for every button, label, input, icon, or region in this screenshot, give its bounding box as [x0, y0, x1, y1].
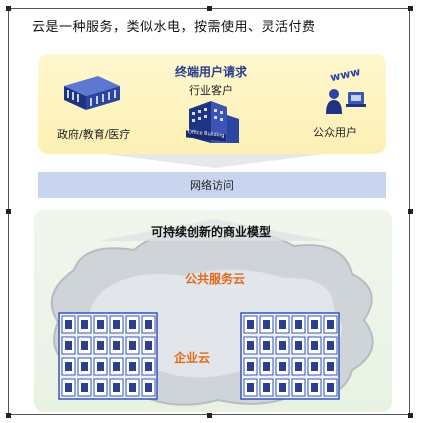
office-building-icon: [186, 101, 239, 143]
server-unit-icon: [259, 357, 274, 376]
server-unit-icon: [291, 336, 306, 355]
resize-handle-bottom-right[interactable]: [408, 413, 413, 418]
server-unit-icon: [125, 378, 140, 397]
server-unit-icon: [243, 336, 258, 355]
resize-handle-top-left[interactable]: [6, 6, 11, 11]
resize-handle-bottom-center[interactable]: [207, 413, 212, 418]
server-unit-icon: [61, 315, 76, 334]
server-unit-icon: [259, 315, 274, 334]
server-unit-icon: [243, 378, 258, 397]
resize-handle-top-center[interactable]: [207, 6, 212, 11]
server-unit-icon: [141, 357, 156, 376]
server-unit-icon: [77, 336, 92, 355]
server-unit-icon: [291, 315, 306, 334]
server-unit-icon: [307, 378, 322, 397]
server-unit-icon: [243, 315, 258, 334]
gov-edu-health-label: 政府/教育/医疗: [57, 128, 131, 141]
user-request-title: 终端用户请求: [174, 65, 247, 79]
server-unit-icon: [275, 336, 290, 355]
server-unit-icon: [125, 336, 140, 355]
public-service-cloud-label: 公共服务云: [185, 272, 246, 286]
business-model-title: 可持续创新的商业模型: [150, 225, 271, 239]
resize-handle-top-right[interactable]: [408, 6, 413, 11]
server-unit-icon: [93, 336, 108, 355]
server-unit-icon: [109, 357, 124, 376]
server-unit-icon: [291, 378, 306, 397]
server-unit-icon: [307, 357, 322, 376]
server-unit-icon: [323, 357, 338, 376]
server-unit-icon: [109, 336, 124, 355]
server-unit-icon: [323, 378, 338, 397]
server-unit-icon: [323, 336, 338, 355]
server-unit-icon: [141, 336, 156, 355]
server-unit-icon: [243, 357, 258, 376]
server-unit-icon: [275, 357, 290, 376]
server-rack-right: [240, 312, 340, 400]
server-unit-icon: [141, 378, 156, 397]
request-arrow: [105, 154, 325, 168]
industry-customer-label: 行业客户: [189, 84, 233, 97]
server-unit-icon: [109, 315, 124, 334]
resize-handle-bottom-left[interactable]: [6, 413, 11, 418]
resize-handle-mid-left[interactable]: [6, 209, 11, 214]
server-unit-icon: [93, 315, 108, 334]
model-arrow: [98, 219, 330, 241]
server-unit-icon: [141, 315, 156, 334]
server-unit-icon: [125, 315, 140, 334]
server-unit-icon: [275, 378, 290, 397]
server-unit-icon: [93, 378, 108, 397]
server-unit-icon: [323, 315, 338, 334]
public-user-www-icon: www: [326, 65, 366, 114]
server-unit-icon: [109, 378, 124, 397]
headline: 云是一种服务，类似水电，按需使用、灵活付费: [32, 20, 316, 35]
enterprise-cloud-label: 企业云: [174, 351, 211, 365]
government-building-icon: [64, 76, 120, 110]
svg-text:www: www: [329, 65, 362, 84]
server-unit-icon: [307, 336, 322, 355]
server-unit-icon: [77, 378, 92, 397]
server-unit-icon: [291, 357, 306, 376]
server-unit-icon: [259, 336, 274, 355]
server-unit-icon: [275, 315, 290, 334]
server-rack-left: [58, 312, 158, 400]
server-unit-icon: [77, 315, 92, 334]
server-unit-icon: [61, 336, 76, 355]
resize-handle-mid-right[interactable]: [408, 209, 413, 214]
server-unit-icon: [259, 378, 274, 397]
server-unit-icon: [93, 357, 108, 376]
server-unit-icon: [61, 378, 76, 397]
server-unit-icon: [307, 315, 322, 334]
server-unit-icon: [77, 357, 92, 376]
server-unit-icon: [61, 357, 76, 376]
network-access-label: 网络访问: [190, 179, 234, 192]
public-user-label: 公众用户: [313, 126, 357, 139]
network-access-bar: 网络访问: [38, 172, 386, 198]
server-unit-icon: [125, 357, 140, 376]
